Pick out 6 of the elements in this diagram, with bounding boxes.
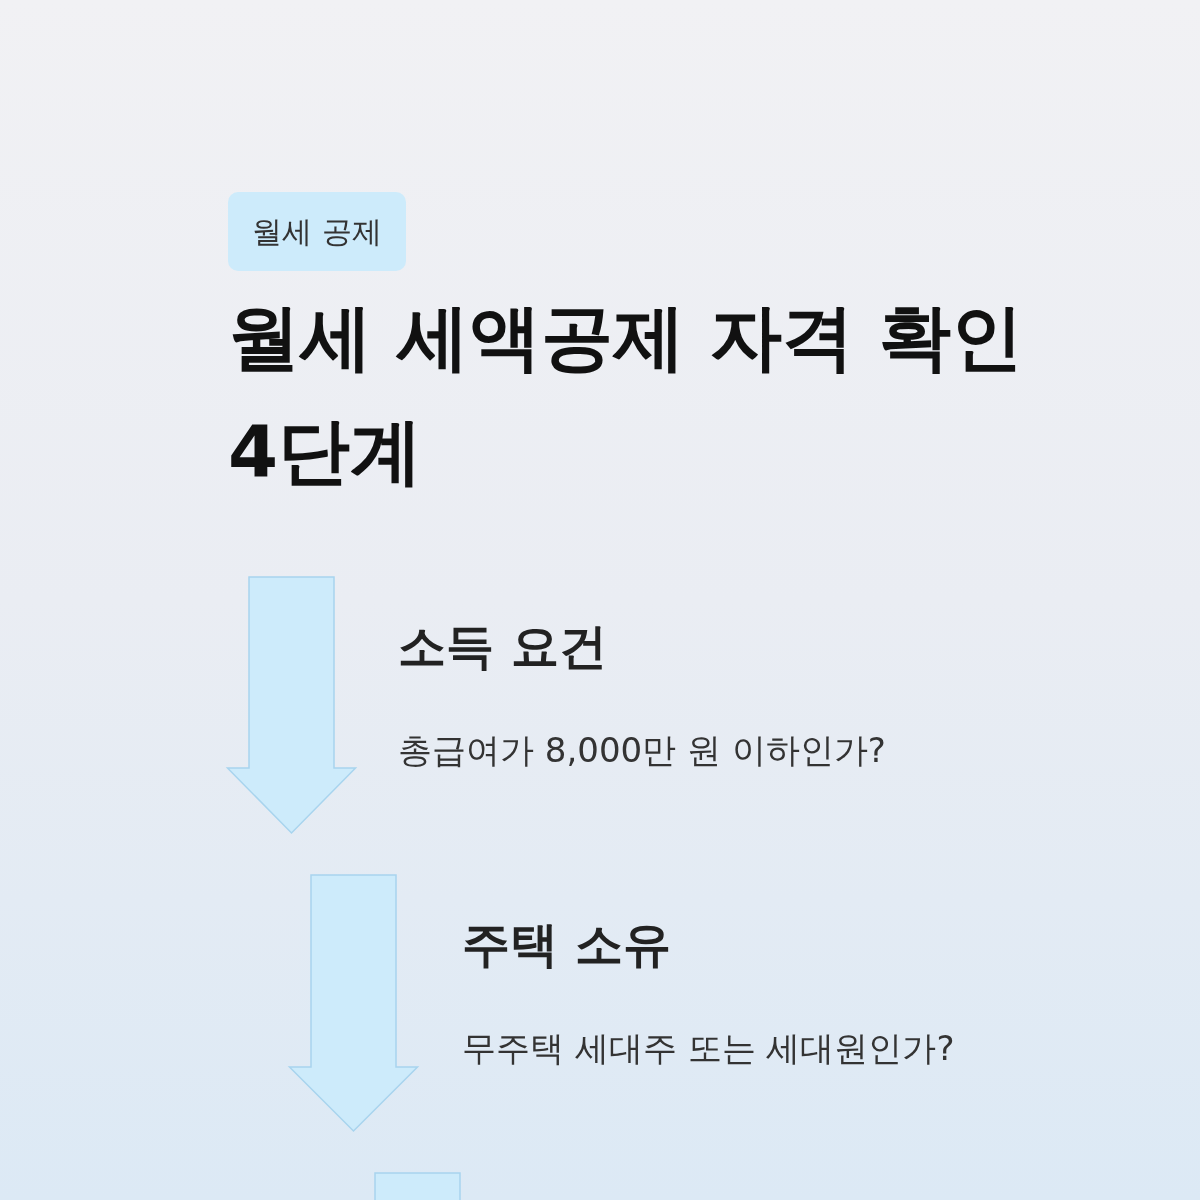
step-question: 무주택 세대주 또는 세대원인가? — [462, 1027, 955, 1070]
tag-badge: 월세 공제 — [228, 192, 406, 271]
step-question: 총급여가 8,000만 원 이하인가? — [398, 729, 886, 772]
title: 월세 세액공제 자격 확인 4단계 — [228, 294, 1025, 495]
step-heading: 소득 요건 — [398, 617, 607, 676]
step-heading: 주택 소유 — [462, 915, 671, 974]
